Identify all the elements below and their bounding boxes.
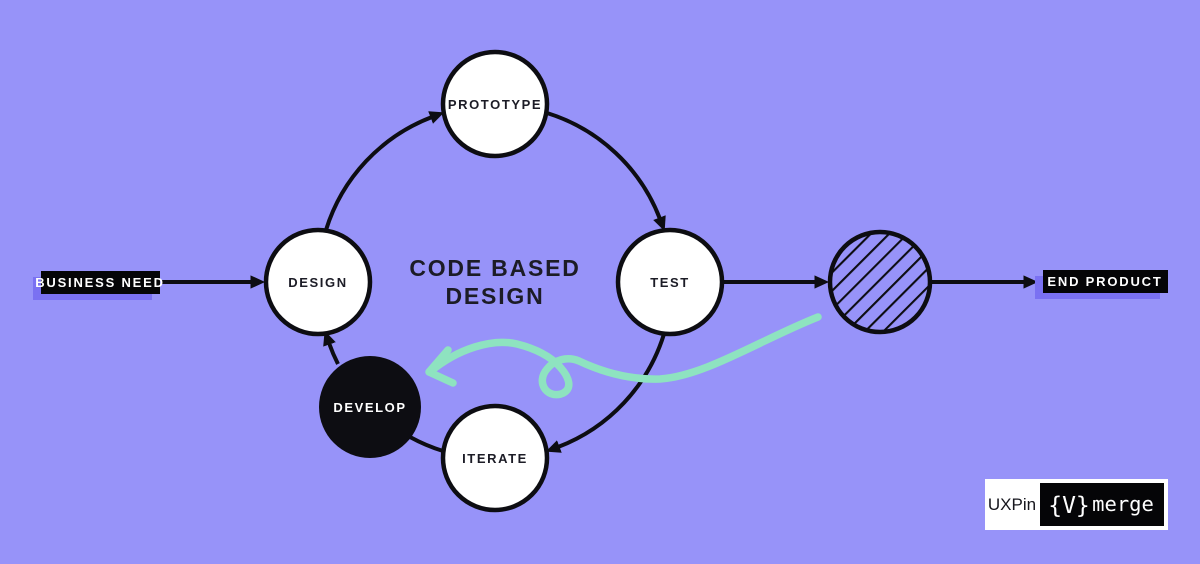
node-test: TEST <box>615 227 725 337</box>
node-design: DESIGN <box>263 227 373 337</box>
node-develop: DEVELOP <box>319 356 421 458</box>
develop-circle <box>319 356 421 458</box>
test-circle <box>615 227 725 337</box>
merge-badge <box>1040 483 1164 526</box>
uxpin-merge-logo: UXPin {V} merge <box>985 479 1168 530</box>
node-prototype: PROTOTYPE <box>440 49 550 159</box>
end-product-label: END PRODUCT <box>1047 274 1162 289</box>
hatched-circle <box>827 229 933 335</box>
hatched-circle-icon <box>827 229 933 335</box>
design-circle <box>263 227 373 337</box>
business-need-box <box>41 271 160 294</box>
prototype-label: PROTOTYPE <box>448 97 542 112</box>
feedback-arrow-icon <box>425 313 822 399</box>
node-iterate: ITERATE <box>440 403 550 513</box>
title-line-1: CODE BASED <box>409 255 580 281</box>
arc-develop-to-design <box>323 330 340 365</box>
business-need-tag: BUSINESS NEED <box>33 271 165 300</box>
iterate-circle <box>440 403 550 513</box>
merge-glyph-icon: {V} <box>1048 493 1090 519</box>
test-label: TEST <box>650 275 690 290</box>
business-need-label: BUSINESS NEED <box>35 275 165 290</box>
end-product-tag: END PRODUCT <box>1035 270 1168 299</box>
design-label: DESIGN <box>288 275 347 290</box>
develop-label: DEVELOP <box>333 400 406 415</box>
feedback-arrow-curve <box>427 313 822 399</box>
diagram-title: CODE BASED DESIGN <box>409 255 580 309</box>
prototype-circle <box>440 49 550 159</box>
title-line-2: DESIGN <box>446 283 545 309</box>
feedback-arrowhead <box>425 346 457 387</box>
arc-prototype-to-test <box>546 111 666 232</box>
flow-cycle-arcs <box>323 111 666 453</box>
merge-wordmark: merge <box>1092 492 1154 516</box>
arc-test-to-iterate <box>545 333 666 453</box>
uxpin-wordmark: UXPin <box>988 495 1036 514</box>
end-product-box <box>1043 270 1168 293</box>
arc-design-to-prototype <box>324 111 445 231</box>
iterate-label: ITERATE <box>462 451 528 466</box>
